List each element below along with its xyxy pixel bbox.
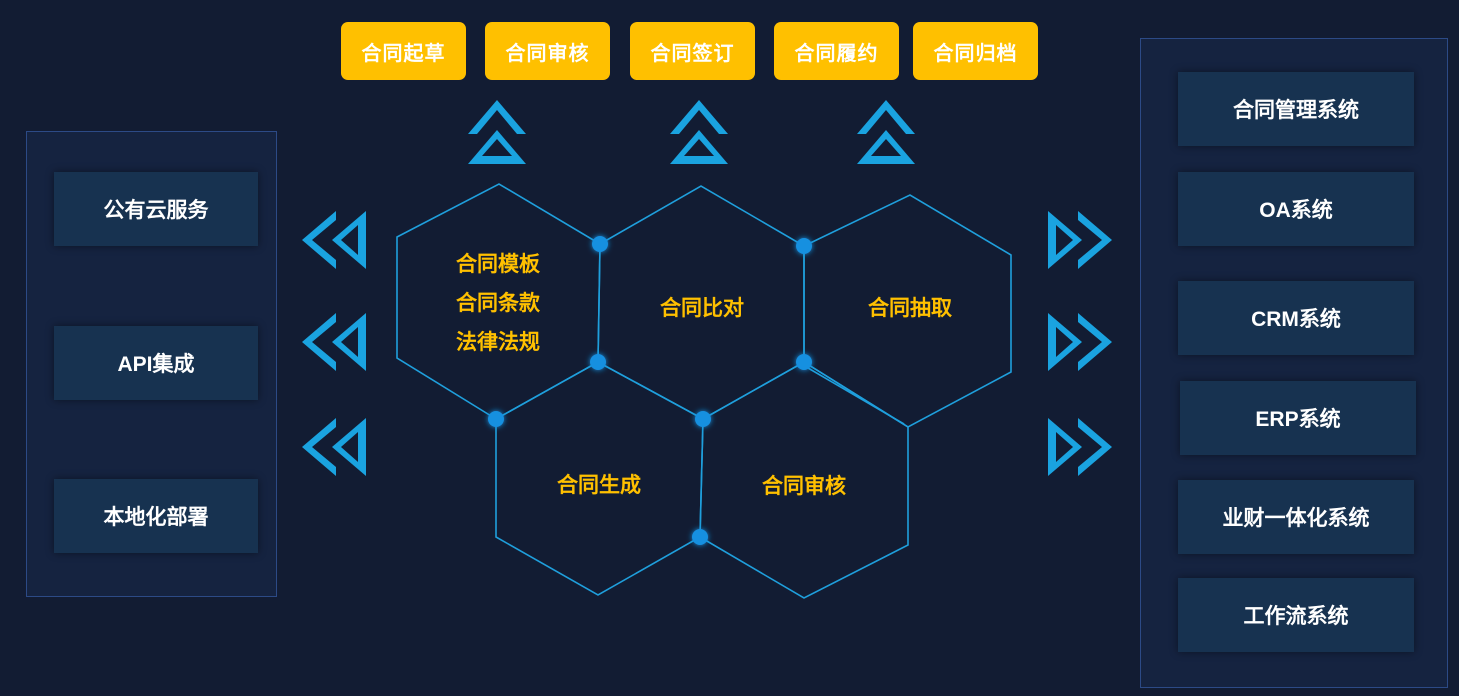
junction-node [695,411,711,427]
double-chevron-right-icon [1048,211,1112,269]
double-chevron-left-icon [302,418,366,476]
template-line: 合同条款 [456,292,540,315]
hex-extract-label: 合同抽取 [868,297,952,320]
deployment-public-cloud: 公有云服务 [54,172,258,246]
template-line: 合同模板 [456,253,540,276]
integration-erp: ERP系统 [1180,381,1416,455]
junction-node [590,354,606,370]
integration-contract-mgmt: 合同管理系统 [1178,72,1414,146]
junction-node [592,236,608,252]
double-chevron-up-icon [670,100,728,164]
template-line: 法律法规 [456,331,540,354]
double-chevron-up-icon [468,100,526,164]
stage-sign: 合同签订 [630,22,755,80]
stage-draft: 合同起草 [341,22,466,80]
double-chevron-left-icon [302,313,366,371]
integration-crm: CRM系统 [1178,281,1414,355]
deployment-api: API集成 [54,326,258,400]
junction-node [488,411,504,427]
integration-oa: OA系统 [1178,172,1414,246]
hex-compare-label: 合同比对 [660,297,744,320]
junction-node [796,354,812,370]
double-chevron-up-icon [857,100,915,164]
junction-node [692,529,708,545]
stage-archive: 合同归档 [913,22,1038,80]
stage-perform: 合同履约 [774,22,899,80]
hex-audit-label: 合同审核 [762,475,846,498]
junction-node [796,238,812,254]
double-chevron-right-icon [1048,313,1112,371]
stage-review: 合同审核 [485,22,610,80]
integration-workflow: 工作流系统 [1178,578,1414,652]
double-chevron-right-icon [1048,418,1112,476]
double-chevron-left-icon [302,211,366,269]
hex-generate-label: 合同生成 [557,474,641,497]
hex-template-label: 合同模板 合同条款 法律法规 [436,245,560,362]
integration-finance: 业财一体化系统 [1178,480,1414,554]
deployment-local: 本地化部署 [54,479,258,553]
